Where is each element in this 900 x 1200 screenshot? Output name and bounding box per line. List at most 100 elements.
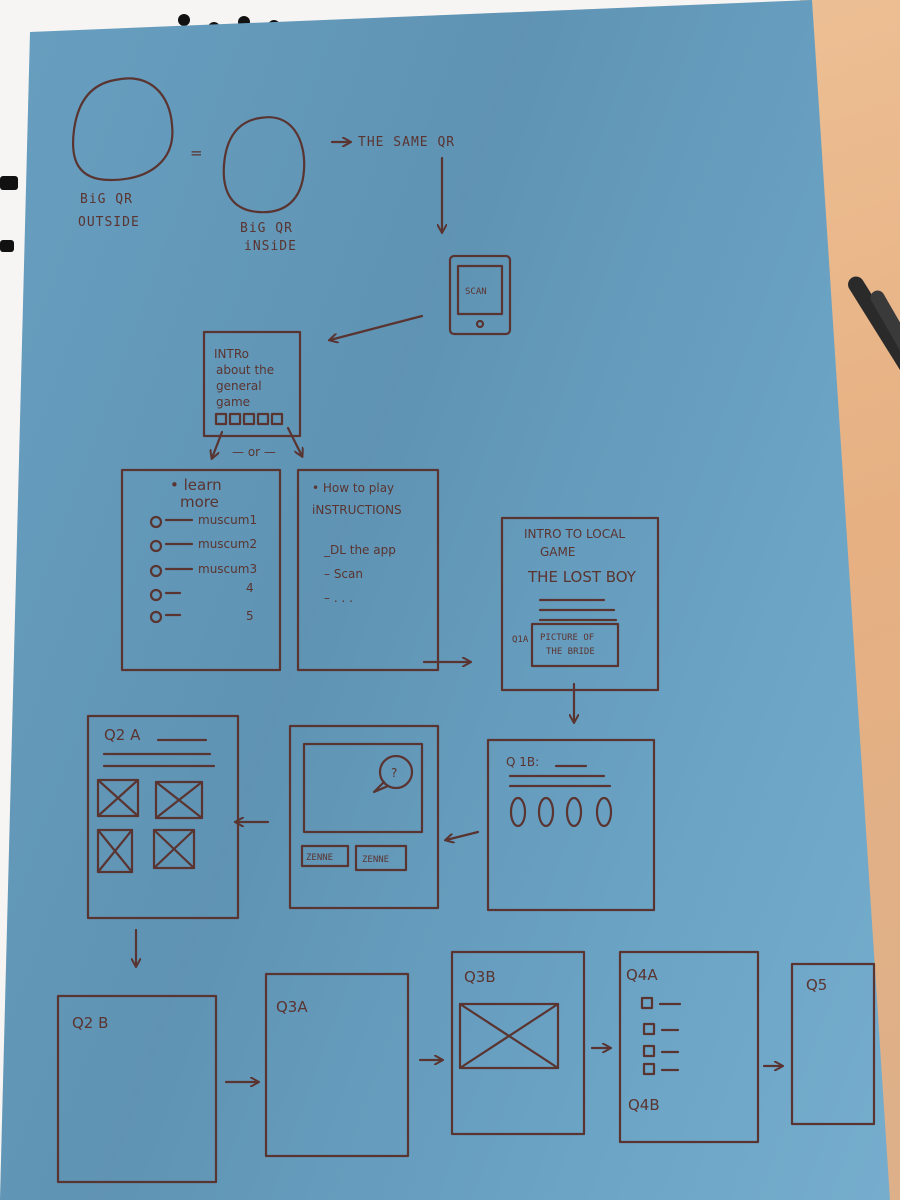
q2a-node: Q2 A bbox=[86, 714, 240, 920]
scan-label: SCAN bbox=[465, 287, 487, 297]
local-game-intro-node: INTRO TO LOCAL GAME THE LOST BOY Q1A PIC… bbox=[500, 516, 660, 692]
checkbox-icon bbox=[642, 1022, 656, 1036]
q1a-label: Q1A bbox=[512, 635, 529, 645]
intro-line1: INTRo bbox=[214, 347, 249, 361]
q3b-label: Q3B bbox=[464, 968, 496, 986]
speech-bubble-icon bbox=[378, 754, 414, 790]
image-placeholder-cross bbox=[96, 778, 140, 818]
q2b-label: Q2 B bbox=[72, 1014, 108, 1032]
q4a-label: Q4A bbox=[626, 966, 658, 984]
q3b-box bbox=[450, 950, 586, 1136]
local-game-title: THE LOST BOY bbox=[527, 568, 637, 586]
image-placeholder bbox=[96, 828, 134, 874]
blob-left-line2: OUTSIDE bbox=[78, 215, 140, 230]
q2a-box bbox=[86, 714, 240, 920]
image-placeholder-cross bbox=[152, 828, 196, 870]
scene-frame bbox=[302, 742, 424, 834]
q5-node: Q5 bbox=[790, 962, 876, 1126]
intro-square bbox=[214, 412, 228, 426]
choice-button-1 bbox=[300, 844, 350, 868]
bubble-question: ? bbox=[391, 766, 397, 780]
image-placeholder bbox=[96, 778, 140, 818]
picture-line2: THE BRIDE bbox=[546, 647, 595, 657]
learn-more-item-2: muscum2 bbox=[198, 537, 257, 551]
arrow-to-how-to-play bbox=[286, 426, 302, 456]
checkbox-icon bbox=[642, 1044, 656, 1058]
intro-line2: about the bbox=[216, 363, 274, 377]
how-to-play-item1: _DL the app bbox=[323, 543, 396, 557]
image-placeholder bbox=[152, 828, 196, 870]
arrow-to-learn-more bbox=[212, 430, 224, 458]
answer-option-oval bbox=[565, 796, 583, 828]
image-placeholder bbox=[154, 780, 204, 820]
printed-mark bbox=[0, 176, 18, 190]
q2a-label: Q2 A bbox=[104, 726, 141, 744]
learn-more-item-circle bbox=[149, 610, 163, 624]
q1b-node: Q 1B: bbox=[486, 738, 656, 912]
q1b-label: Q 1B: bbox=[506, 755, 539, 769]
local-game-line2: GAME bbox=[540, 545, 575, 559]
choice-button-2 bbox=[354, 844, 408, 872]
speech-bubble-tail bbox=[372, 780, 390, 794]
blob-shape bbox=[72, 77, 174, 182]
learn-more-item-circle bbox=[149, 588, 163, 602]
learn-more-line1: • learn bbox=[170, 476, 222, 494]
learn-more-item-5: 5 bbox=[246, 609, 254, 623]
choice-1-label: ZENNE bbox=[306, 853, 333, 863]
q1b-box bbox=[486, 738, 656, 912]
learn-more-item-1: muscum1 bbox=[198, 513, 257, 527]
image-placeholder-cross bbox=[154, 780, 204, 820]
phone-screen bbox=[456, 264, 504, 316]
arrow-to-intro bbox=[330, 314, 424, 340]
big-qr-inside-node: BiG QR iNSiDE bbox=[222, 116, 306, 254]
intro-node: INTRo about the general game bbox=[202, 330, 302, 438]
intro-square bbox=[242, 412, 256, 426]
learn-more-box bbox=[120, 468, 282, 672]
blob-right-line2: iNSiDE bbox=[244, 239, 297, 254]
blob-right-line1: BiG QR bbox=[240, 221, 293, 236]
intro-line4: game bbox=[216, 395, 250, 409]
q2b-node: Q2 B bbox=[56, 994, 218, 1184]
local-game-line1: INTRO TO LOCAL bbox=[524, 527, 625, 541]
how-to-play-item2: – Scan bbox=[324, 567, 363, 581]
image-placeholder-frame bbox=[152, 828, 196, 870]
learn-more-item-4: 4 bbox=[246, 581, 254, 595]
q3b-node: Q3B bbox=[450, 950, 586, 1136]
q5-label: Q5 bbox=[806, 976, 827, 994]
zenne-choice-node: ? ZENNE ZENNE bbox=[288, 724, 440, 910]
same-qr-label: THE SAME QR bbox=[358, 135, 455, 150]
intro-square bbox=[228, 412, 242, 426]
zenne-box bbox=[288, 724, 440, 910]
image-placeholder-cross bbox=[458, 1002, 560, 1070]
intro-line3: general bbox=[216, 379, 262, 393]
printed-mark bbox=[0, 240, 14, 252]
q4a-box bbox=[618, 950, 760, 1144]
intro-square bbox=[270, 412, 284, 426]
phone-scan-node: SCAN bbox=[448, 254, 512, 336]
learn-more-item-circle bbox=[149, 539, 163, 553]
answer-option-oval bbox=[537, 796, 555, 828]
intro-box bbox=[202, 330, 302, 438]
q3a-box bbox=[264, 972, 410, 1158]
blob-left-line1: BiG QR bbox=[80, 192, 133, 207]
image-placeholder-frame bbox=[458, 1002, 560, 1070]
blob-shape bbox=[222, 116, 306, 214]
intro-square bbox=[256, 412, 270, 426]
answer-option-oval bbox=[509, 796, 527, 828]
learn-more-node: • learn more muscum1 muscum2 muscum3 4 5 bbox=[120, 468, 282, 672]
q4b-label: Q4B bbox=[628, 1096, 660, 1114]
how-to-play-line2: iNSTRUCTIONS bbox=[312, 503, 402, 517]
checkbox-icon bbox=[642, 1062, 656, 1076]
q2b-box bbox=[56, 994, 218, 1184]
how-to-play-box bbox=[296, 468, 440, 672]
q3a-label: Q3A bbox=[276, 998, 308, 1016]
learn-more-item-3: muscum3 bbox=[198, 562, 257, 576]
picture-of-bride-box bbox=[530, 622, 620, 668]
or-label: — or — bbox=[232, 445, 276, 459]
learn-more-line2: more bbox=[180, 493, 219, 511]
equals-sign: = bbox=[190, 144, 203, 162]
checkbox-icon bbox=[640, 996, 654, 1010]
